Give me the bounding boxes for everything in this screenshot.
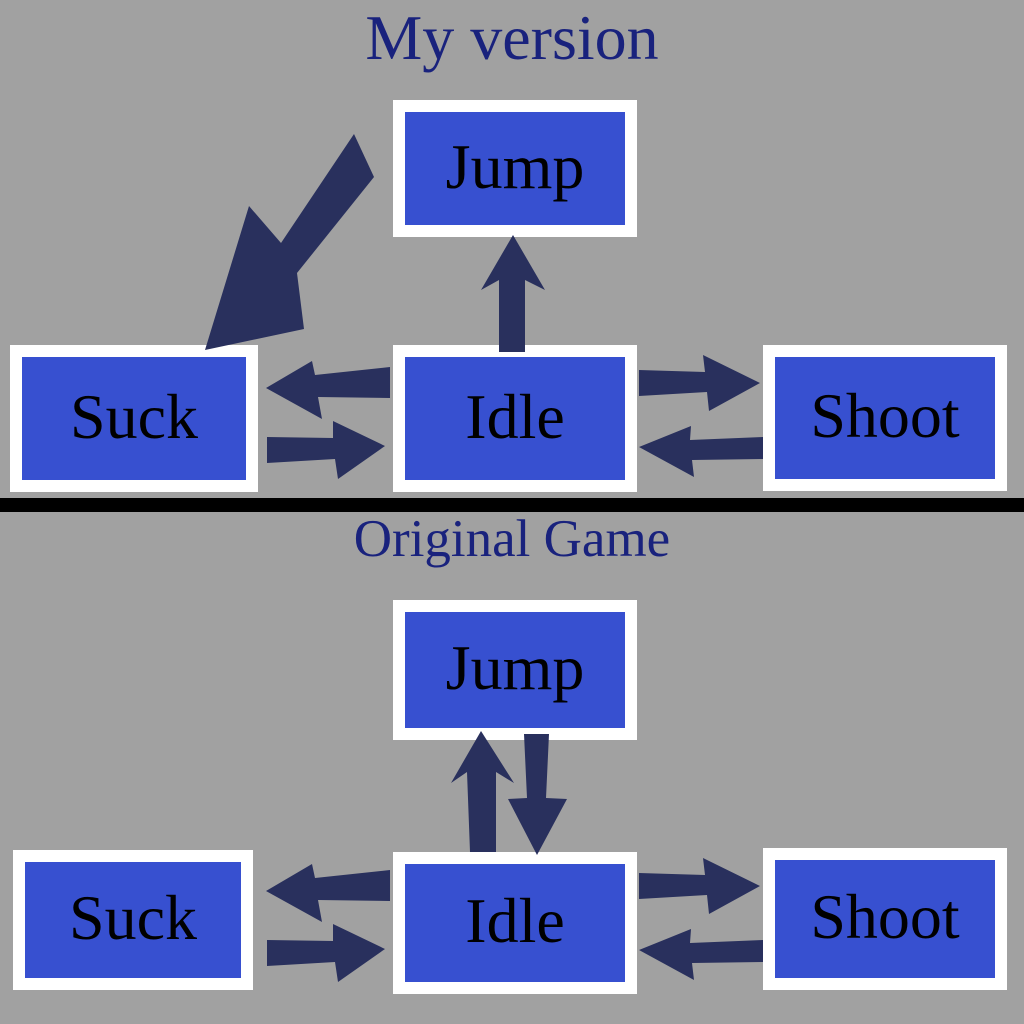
state-label-jump: Jump: [445, 130, 585, 202]
state-label-suck: Suck: [70, 380, 198, 452]
arrow-suck-to-idle: [267, 924, 385, 982]
state-node-idle-top: Idle: [393, 345, 637, 492]
state-node-shoot-bottom: Shoot: [763, 848, 1007, 990]
diagram-title-my-version: My version: [365, 2, 659, 73]
diagram-title-original-game: Original Game: [353, 510, 671, 568]
arrow-idle-to-jump: [451, 731, 514, 852]
arrow-idle-to-shoot: [639, 355, 760, 411]
arrow-idle-to-suck: [266, 361, 390, 419]
state-node-jump-bottom: Jump: [393, 600, 637, 740]
arrow-idle-to-jump: [481, 235, 545, 352]
state-label-idle: Idle: [465, 885, 565, 956]
arrow-suck-to-idle: [267, 421, 385, 479]
state-label-shoot: Shoot: [810, 881, 960, 952]
arrow-jump-to-idle: [508, 734, 567, 855]
arrow-shoot-to-idle: [639, 929, 763, 980]
state-label-shoot: Shoot: [810, 380, 960, 451]
state-node-suck-top: Suck: [10, 345, 258, 492]
section-divider: [0, 498, 1024, 512]
arrow-shoot-to-idle: [639, 426, 763, 477]
arrow-idle-to-suck: [266, 864, 390, 922]
state-node-shoot-top: Shoot: [763, 345, 1007, 491]
arrow-jump-to-suck: [205, 134, 374, 350]
state-node-idle-bottom: Idle: [393, 852, 637, 994]
state-label-suck: Suck: [69, 882, 197, 953]
state-label-idle: Idle: [465, 380, 565, 452]
arrow-idle-to-shoot: [639, 858, 760, 914]
state-node-suck-bottom: Suck: [13, 850, 253, 990]
state-node-jump-top: Jump: [393, 100, 637, 237]
state-label-jump: Jump: [445, 632, 585, 703]
